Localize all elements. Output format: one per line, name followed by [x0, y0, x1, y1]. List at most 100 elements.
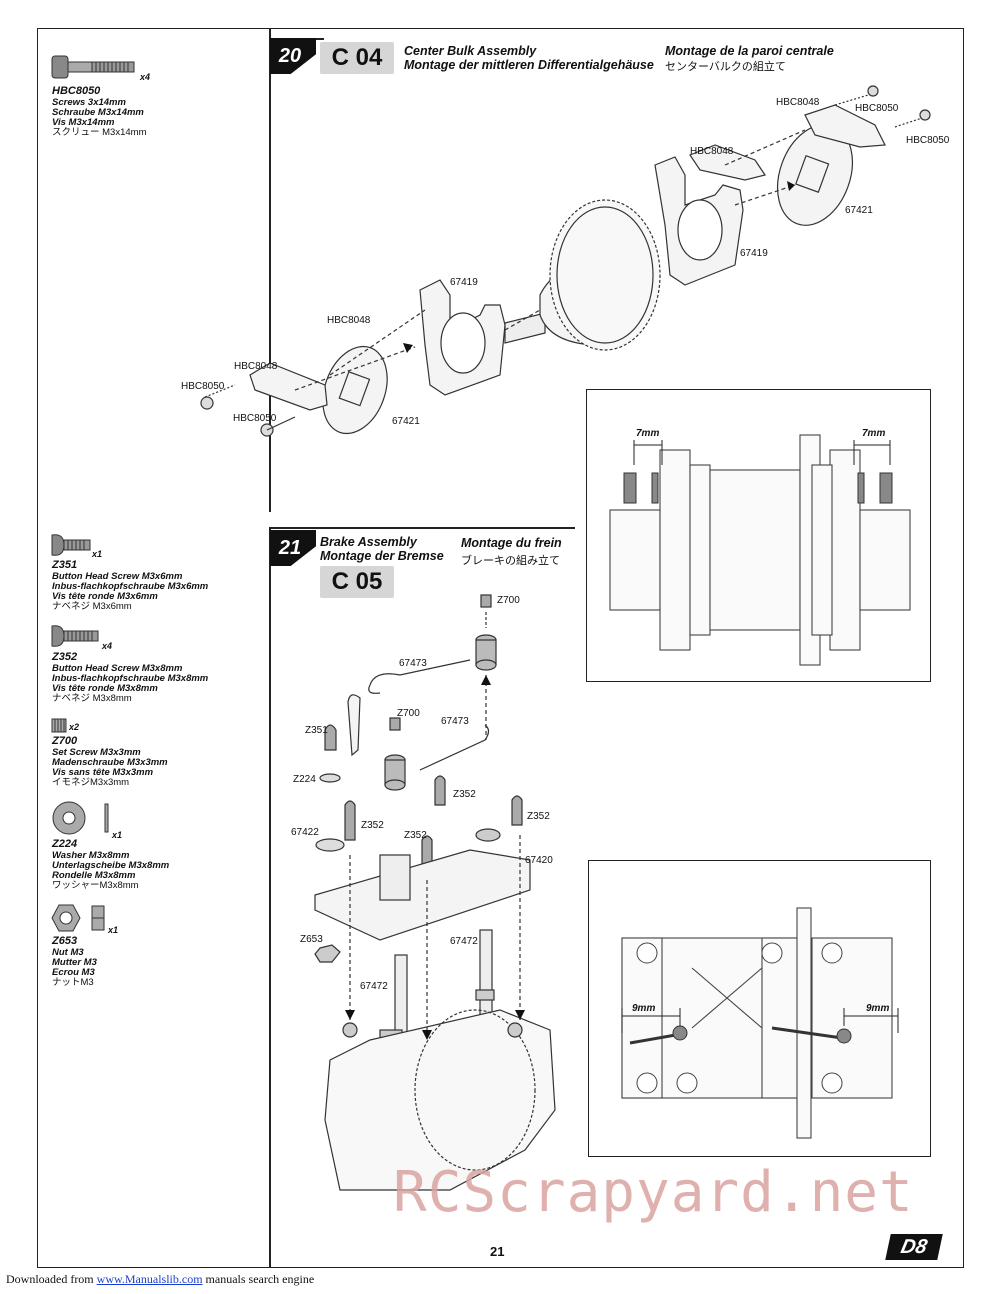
step20-title-de: Montage der mittleren Differentialgehäus… [404, 58, 654, 72]
part-de: Unterlagscheibe M3x8mm [52, 860, 170, 871]
part-fr: Vis tête ronde M3x8mm [52, 683, 158, 694]
part-de: Inbus-flachkopfschraube M3x6mm [52, 581, 209, 592]
label-z224: Z224 [293, 774, 316, 785]
step20-detail-box [586, 389, 931, 682]
button-head-screw-icon [51, 625, 99, 647]
part-en: Nut M3 [52, 947, 84, 958]
part-fr: Vis M3x14mm [52, 117, 115, 128]
label-67472: 67472 [360, 981, 388, 992]
part-en: Set Screw M3x3mm [52, 747, 141, 758]
step21-exploded-diagram [314, 594, 556, 1191]
label-z700: Z700 [497, 595, 520, 606]
set-screw-icon [51, 718, 67, 733]
part-fr: Vis tête ronde M3x6mm [52, 591, 158, 602]
step20-exploded-diagram [200, 85, 931, 437]
part-qty: x1 [112, 830, 123, 840]
label-z352: Z352 [453, 789, 476, 800]
label-67421: 67421 [392, 416, 420, 427]
part-id: Z700 [52, 735, 78, 747]
part-jp: ナットM3 [52, 977, 94, 988]
footer-suffix: manuals search engine [205, 1272, 315, 1286]
screw-long-icon [51, 55, 135, 79]
part-id: Z352 [52, 651, 78, 663]
part-z352: Z352 Button Head Screw M3x8mm Inbus-flac… [52, 651, 208, 704]
step21-detail-drawing [621, 907, 899, 1139]
part-jp: ナベネジ M3x6mm [52, 601, 132, 612]
part-qty: x2 [69, 722, 80, 732]
part-fr: Rondelle M3x8mm [52, 870, 136, 881]
step21-title-jp: ブレーキの組み立て [461, 555, 560, 567]
label-67419: 67419 [740, 248, 768, 259]
footer-prefix: Downloaded from [6, 1272, 94, 1286]
step20-title-en: Center Bulk Assembly [404, 44, 537, 58]
step21-title-de: Montage der Bremse [320, 549, 444, 563]
label-hbc8048: HBC8048 [327, 315, 371, 326]
part-id: HBC8050 [52, 85, 101, 97]
part-z351: Z351 Button Head Screw M3x6mm Inbus-flac… [52, 559, 208, 612]
label-67421: 67421 [845, 205, 873, 216]
footer: Downloaded from www.Manualslib.com manua… [6, 1272, 314, 1287]
part-jp: ナベネジ M3x8mm [52, 693, 132, 704]
page-number: 21 [490, 1244, 505, 1259]
label-hbc8050: HBC8050 [906, 135, 950, 146]
step21-header-rule [269, 527, 575, 529]
detail-dim-left: 7mm [636, 428, 660, 439]
part-jp: スクリュー M3x14mm [52, 127, 147, 138]
part-z700: Z700 Set Screw M3x3mm Madenschraube M3x3… [52, 735, 168, 788]
part-en: Washer M3x8mm [52, 850, 130, 861]
detail-dim-left: 9mm [632, 1003, 656, 1014]
step20-detail-drawing [609, 434, 911, 666]
part-en: Button Head Screw M3x6mm [52, 571, 183, 582]
part-z224: Z224 Washer M3x8mm Unterlagscheibe M3x8m… [52, 838, 169, 891]
section-divider-vertical-top [269, 28, 271, 512]
label-z700: Z700 [397, 708, 420, 719]
footer-link[interactable]: www.Manualslib.com [96, 1272, 203, 1286]
part-en: Button Head Screw M3x8mm [52, 663, 183, 674]
part-jp: ワッシャーM3x8mm [52, 880, 139, 891]
label-z352: Z352 [527, 811, 550, 822]
part-qty: x4 [140, 72, 151, 82]
label-67420: 67420 [525, 855, 553, 866]
part-qty: x4 [102, 641, 113, 651]
label-hbc8048: HBC8048 [234, 361, 278, 372]
washer-icon [52, 801, 109, 835]
label-67473: 67473 [399, 658, 427, 669]
part-de: Inbus-flachkopfschraube M3x8mm [52, 673, 209, 684]
part-qty: x1 [92, 549, 103, 559]
label-67419: 67419 [450, 277, 478, 288]
nut-icon [51, 904, 105, 932]
part-de: Schraube M3x14mm [52, 107, 144, 118]
step20-title-fr: Montage de la paroi centrale [665, 44, 834, 58]
detail-dim-right: 9mm [866, 1003, 890, 1014]
label-z352: Z352 [361, 820, 384, 831]
part-fr: Vis sans tête M3x3mm [52, 767, 154, 778]
watermark: RCScrapyard.net [393, 1160, 914, 1225]
label-z351: Z351 [305, 725, 328, 736]
label-hbc8048: HBC8048 [690, 146, 734, 157]
part-en: Screws 3x14mm [52, 97, 126, 108]
step20-number: 20 [270, 38, 316, 74]
button-head-screw-icon [51, 534, 91, 556]
part-id: Z224 [52, 838, 78, 850]
section-divider-vertical-bottom [269, 528, 271, 1268]
label-hbc8048: HBC8048 [776, 97, 820, 108]
label-67472: 67472 [450, 936, 478, 947]
part-de: Madenschraube M3x3mm [52, 757, 168, 768]
label-hbc8050: HBC8050 [855, 103, 899, 114]
part-id: Z351 [52, 559, 78, 571]
part-id: Z653 [52, 935, 78, 947]
d8-logo: D8 [885, 1234, 943, 1260]
step21-title-en: Brake Assembly [320, 535, 417, 549]
label-hbc8050: HBC8050 [181, 381, 225, 392]
label-67473: 67473 [441, 716, 469, 727]
part-z653: Z653 Nut M3 Mutter M3 Ecrou M3 ナットM3 [52, 935, 97, 988]
part-fr: Ecrou M3 [52, 967, 95, 978]
label-z352: Z352 [404, 830, 427, 841]
label-67422: 67422 [291, 827, 319, 838]
label-z653: Z653 [300, 934, 323, 945]
page-frame [37, 28, 964, 1268]
part-jp: イモネジM3x3mm [52, 777, 130, 788]
detail-dim-right: 7mm [862, 428, 886, 439]
part-de: Mutter M3 [52, 957, 97, 968]
step21-title-fr: Montage du frein [461, 536, 562, 550]
